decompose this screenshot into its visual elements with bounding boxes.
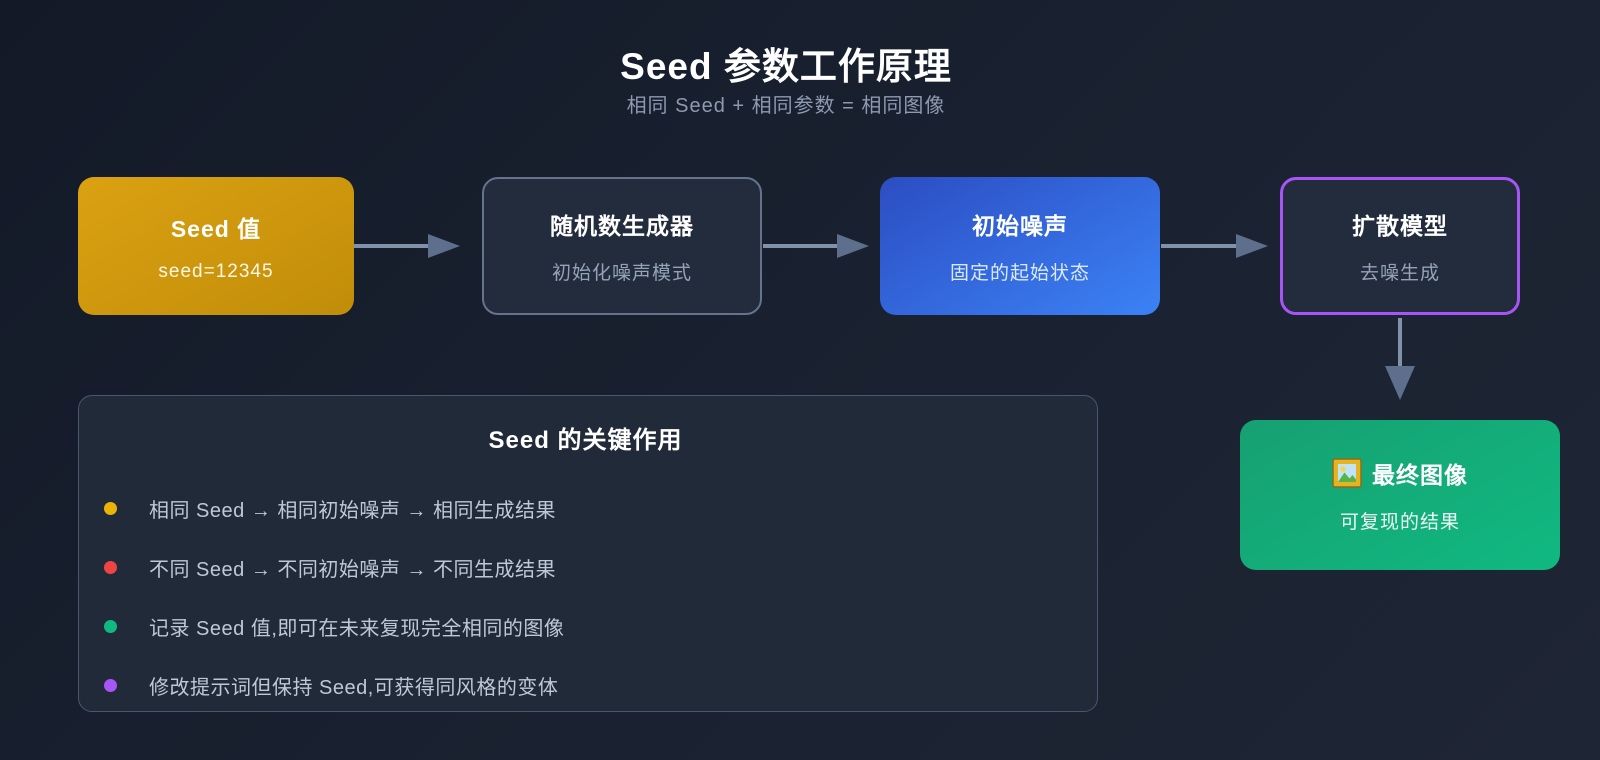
arrow-head bbox=[1385, 366, 1415, 400]
key-points-panel: Seed 的关键作用 相同 Seed → 相同初始噪声 → 相同生成结果 不同 … bbox=[78, 395, 1098, 712]
flow-node-diffusion-model: 扩散模型 去噪生成 bbox=[1280, 177, 1520, 315]
arrow-head bbox=[428, 234, 460, 258]
bullet-text: 相同 Seed → 相同初始噪声 → 相同生成结果 bbox=[149, 500, 556, 522]
page-title: Seed 参数工作原理 bbox=[620, 46, 952, 87]
bullet-text: 记录 Seed 值,即可在未来复现完全相同的图像 bbox=[149, 618, 565, 640]
page-subtitle: 相同 Seed + 相同参数 = 相同图像 bbox=[626, 95, 946, 117]
node-subtitle: 去噪生成 bbox=[1359, 263, 1440, 284]
arrow-right-icon bbox=[354, 234, 460, 258]
arrow-right-icon bbox=[1161, 234, 1268, 258]
node-subtitle: 固定的起始状态 bbox=[949, 263, 1090, 284]
bullet-text: 不同 Seed → 不同初始噪声 → 不同生成结果 bbox=[149, 559, 556, 581]
bullet-text: 修改提示词但保持 Seed,可获得同风格的变体 bbox=[149, 677, 559, 699]
bullet-list: 相同 Seed → 相同初始噪声 → 相同生成结果 不同 Seed → 不同初始… bbox=[104, 496, 1067, 699]
list-item: 修改提示词但保持 Seed,可获得同风格的变体 bbox=[104, 673, 1067, 699]
node-title-text: 最终图像 bbox=[1372, 462, 1468, 488]
arrow-shaft bbox=[1398, 318, 1402, 366]
framed-picture-icon bbox=[1332, 458, 1362, 488]
arrow-shaft bbox=[1161, 244, 1236, 248]
arrow-right-icon bbox=[763, 234, 869, 258]
arrow-down-icon bbox=[1385, 318, 1415, 400]
node-title: 扩散模型 bbox=[1352, 213, 1448, 239]
node-subtitle: 初始化噪声模式 bbox=[551, 263, 692, 284]
flow-node-initial-noise: 初始噪声 固定的起始状态 bbox=[880, 177, 1160, 315]
flow-node-random-generator: 随机数生成器 初始化噪声模式 bbox=[482, 177, 762, 315]
list-item: 相同 Seed → 相同初始噪声 → 相同生成结果 bbox=[104, 496, 1067, 522]
flow-node-final-image: 最终图像 可复现的结果 bbox=[1240, 420, 1560, 570]
node-title: 最终图像 bbox=[1332, 456, 1468, 490]
arrow-shaft bbox=[354, 244, 428, 248]
node-subtitle: 可复现的结果 bbox=[1339, 512, 1460, 533]
node-title: 随机数生成器 bbox=[550, 213, 694, 239]
list-item: 不同 Seed → 不同初始噪声 → 不同生成结果 bbox=[104, 555, 1067, 581]
node-subtitle: seed=12345 bbox=[158, 260, 274, 282]
arrow-head bbox=[837, 234, 869, 258]
flow-node-seed-value: Seed 值 seed=12345 bbox=[78, 177, 354, 315]
panel-title: Seed 的关键作用 bbox=[488, 427, 683, 454]
bullet-dot-yellow bbox=[104, 502, 117, 515]
node-title: Seed 值 bbox=[170, 215, 262, 242]
bullet-dot-green bbox=[104, 620, 117, 633]
arrow-head bbox=[1236, 234, 1268, 258]
node-title: 初始噪声 bbox=[972, 213, 1068, 239]
arrow-shaft bbox=[763, 244, 837, 248]
bullet-dot-red bbox=[104, 561, 117, 574]
list-item: 记录 Seed 值,即可在未来复现完全相同的图像 bbox=[104, 614, 1067, 640]
bullet-dot-purple bbox=[104, 679, 117, 692]
